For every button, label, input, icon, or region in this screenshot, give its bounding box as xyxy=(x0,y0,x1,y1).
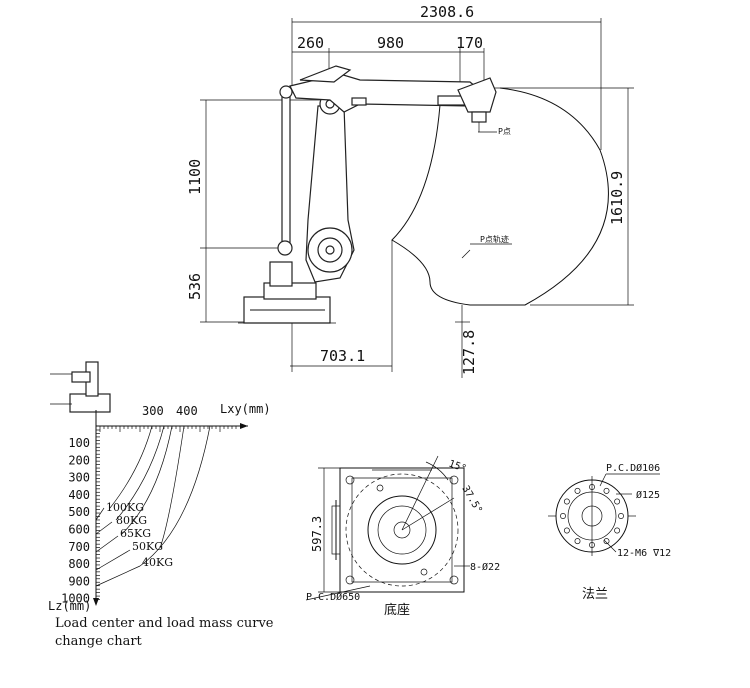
flange-hole xyxy=(614,498,621,505)
curve-50kg xyxy=(159,425,185,549)
y-tick-400: 400 xyxy=(68,488,90,502)
chart-caption-line2: change chart xyxy=(55,634,143,649)
dim-height-lower: 536 xyxy=(186,273,204,300)
y-tick-300: 300 xyxy=(68,471,90,485)
y-tick-100: 100 xyxy=(68,436,90,450)
flange-hole xyxy=(603,487,610,494)
flange-hole xyxy=(563,498,570,505)
load-chart: 300 400 Lxy(mm) 100 200 300 400 500 600 700 800… xyxy=(48,361,274,649)
flange-hole xyxy=(560,513,566,519)
flange-pcd: P.C.DØ106 xyxy=(606,462,660,474)
flange-hole xyxy=(563,527,570,534)
base-view: 15° 37.5° 597.3 8-Ø22 P.C.DØ650 底座 xyxy=(305,455,500,618)
curve-80kg xyxy=(115,425,165,521)
flange-hole xyxy=(574,487,581,494)
base-angle-a: 15° xyxy=(447,458,468,475)
x-tick-300: 300 xyxy=(142,404,164,418)
flange-title: 法兰 xyxy=(582,587,608,602)
curve-40kg xyxy=(139,425,211,567)
flange-hole xyxy=(614,527,621,534)
y-tick-700: 700 xyxy=(68,540,90,554)
dim-total-height: 1610.9 xyxy=(608,171,626,225)
mass-label-100kg: 100KG xyxy=(106,501,144,514)
dim-drop: 127.8 xyxy=(460,330,478,375)
chart-caption-line1: Load center and load mass curve xyxy=(55,616,274,631)
y-tick-500: 500 xyxy=(68,505,90,519)
flange-hole xyxy=(603,538,610,545)
curve-100kg xyxy=(109,425,153,509)
flange-diameter: Ø125 xyxy=(636,489,660,501)
base-pcd: P.C.DØ650 xyxy=(306,591,360,603)
curve-65kg xyxy=(121,425,173,535)
chart-robot-icon xyxy=(69,393,111,413)
robot-wrist xyxy=(457,77,497,113)
dim-seg-b: 980 xyxy=(377,34,404,52)
mass-label-65kg: 65KG xyxy=(120,527,151,540)
y-tick-600: 600 xyxy=(68,523,90,537)
y-axis-label: Lz(mm) xyxy=(48,599,91,613)
base-width-dim: 597.3 xyxy=(310,516,324,552)
mass-label-80kg: 80KG xyxy=(116,514,147,527)
base-angle-b: 37.5° xyxy=(459,484,484,516)
mass-label-50kg: 50KG xyxy=(132,540,163,553)
base-center-ring xyxy=(367,495,437,565)
flange-hole xyxy=(618,513,624,519)
y-tick-900: 900 xyxy=(68,574,90,588)
base-holes: 8-Ø22 xyxy=(470,561,500,573)
label-p-point: P点 xyxy=(498,127,511,136)
trajectory-envelope xyxy=(391,87,609,306)
label-p-trajectory: P点轨迹 xyxy=(480,234,509,244)
x-axis-label: Lxy(mm) xyxy=(220,402,271,416)
main-side-view: 2308.6 260 980 170 1100 536 1610.9 703.1… xyxy=(186,3,634,378)
dim-overall-width: 2308.6 xyxy=(420,3,474,21)
y-tick-200: 200 xyxy=(68,453,90,467)
dim-base-offset: 703.1 xyxy=(320,347,365,365)
flange-thread: 12-M6 ∇12 xyxy=(617,548,671,559)
y-tick-800: 800 xyxy=(68,557,90,571)
dim-seg-a: 260 xyxy=(297,34,324,52)
flange-hole xyxy=(574,538,581,545)
x-tick-400: 400 xyxy=(176,404,198,418)
robot-rear-link xyxy=(281,91,291,253)
base-title: 底座 xyxy=(384,602,410,618)
dim-height-upper: 1100 xyxy=(186,159,204,195)
dim-seg-c: 170 xyxy=(456,34,483,52)
flange-view: P.C.DØ106 Ø125 12-M6 ∇12 法兰 xyxy=(548,462,671,602)
mass-label-40kg: 40KG xyxy=(142,556,173,569)
y-tick-1000: 1000 xyxy=(61,592,90,606)
